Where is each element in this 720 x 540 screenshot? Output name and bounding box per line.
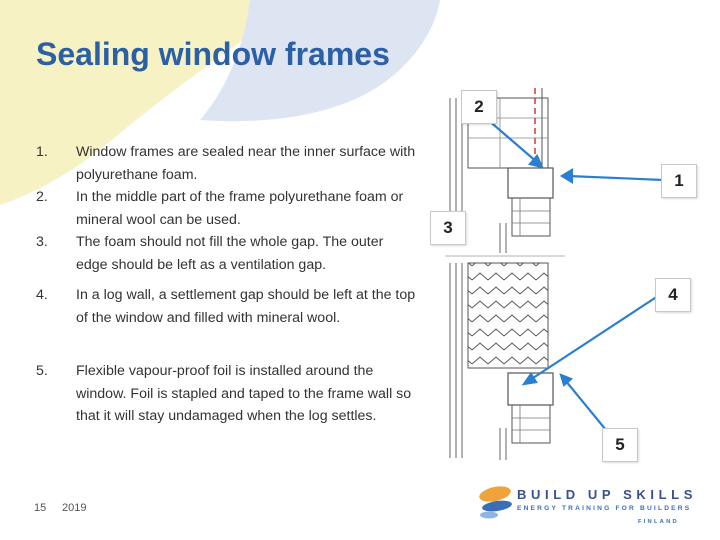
list-text: Window frames are sealed near the inner …: [76, 144, 416, 183]
upper-wall-section: [449, 88, 554, 253]
list-number: 5.: [36, 363, 48, 379]
callout-4: 4: [655, 278, 691, 312]
page-number: 15: [34, 502, 47, 514]
logo-tagline: ENERGY TRAINING FOR BUILDERS: [517, 505, 692, 512]
list-number: 1.: [36, 144, 48, 160]
list-number: 4.: [36, 287, 48, 303]
list-number: 2.: [36, 189, 48, 205]
callout-5: 5: [602, 428, 638, 462]
logo-name: BUILD UP SKILLS: [517, 487, 697, 502]
footer-year: 2019: [62, 502, 87, 514]
list-text: In a log wall, a settlement gap should b…: [76, 287, 416, 326]
logo-country: FINLAND: [638, 519, 679, 525]
callout-1: 1: [661, 164, 697, 198]
callout-2: 2: [461, 90, 497, 124]
window-frame-diagram: [445, 88, 665, 460]
list-text: Flexible vapour-proof foil is installed …: [76, 363, 412, 424]
page-title: Sealing window frames: [36, 36, 390, 72]
build-up-skills-logo: BUILD UP SKILLS ENERGY TRAINING FOR BUIL…: [475, 478, 705, 530]
list-text: In the middle part of the frame polyuret…: [76, 189, 404, 228]
callout-3: 3: [430, 211, 466, 245]
list-text: The foam should not fill the whole gap. …: [76, 234, 384, 273]
log-wall-section: [449, 262, 554, 460]
logo-swoosh-icon: [479, 486, 512, 519]
list-number: 3.: [36, 234, 48, 250]
